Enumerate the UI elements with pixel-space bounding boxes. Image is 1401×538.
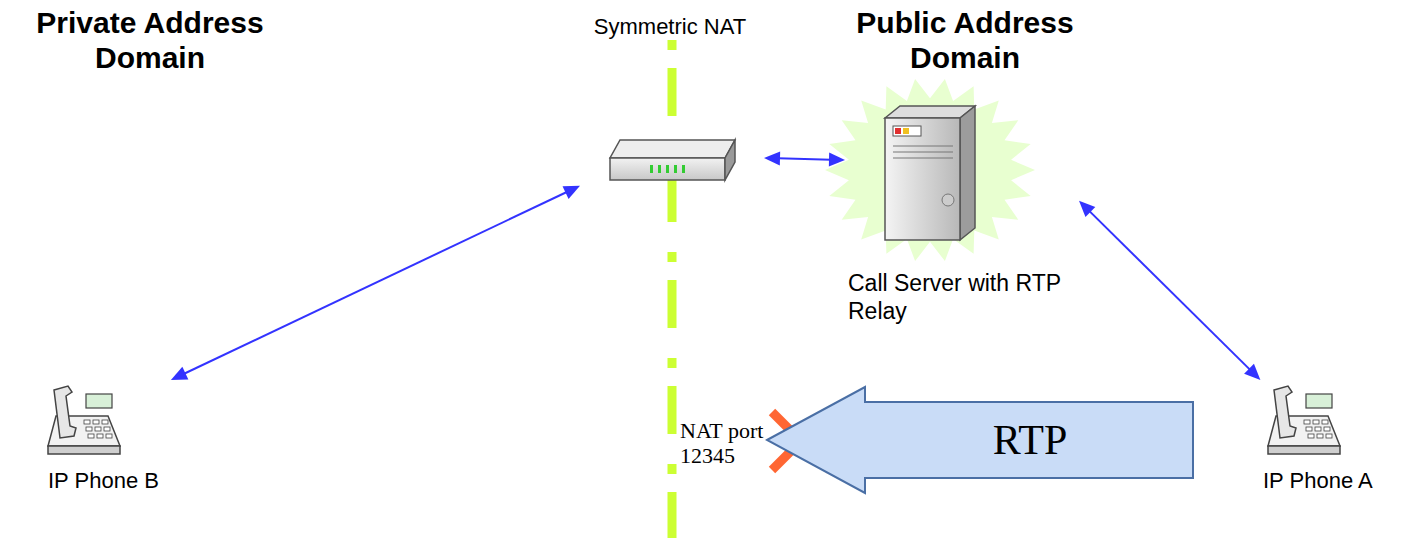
ip-phone: IP Phone B [40, 380, 194, 505]
node-label: Call Server with RTP Relay [848, 270, 1075, 325]
highlight-burst [825, 79, 1035, 261]
link-line [1089, 211, 1250, 371]
signal-link [171, 186, 580, 380]
signal-link [1079, 201, 1260, 380]
arrow-head [764, 151, 780, 165]
node-label: Symmetric NAT [580, 14, 760, 40]
domain-heading: Private Address Domain [20, 6, 280, 75]
port-label: NAT port 12345 [680, 418, 772, 469]
signal-link [764, 151, 845, 166]
ip-phone: IP Phone A [1245, 380, 1399, 505]
arrow-outline [765, 385, 1195, 495]
node-label: IP Phone B [48, 468, 190, 494]
phone-icon [1268, 386, 1340, 454]
boundary-line [668, 40, 677, 538]
arrow-head [829, 153, 845, 167]
arrow-body [767, 387, 1193, 493]
node-label: IP Phone A [1263, 468, 1395, 494]
link-line [184, 192, 568, 374]
router-icon [610, 140, 735, 180]
domain-heading: Public Address Domain [830, 6, 1100, 75]
call-server: Call Server with RTP Relay [845, 100, 1079, 340]
link-line [778, 158, 831, 159]
rtp-stream-arrow: RTP [765, 385, 1195, 495]
server-icon [885, 106, 975, 240]
phone-icon [48, 386, 120, 454]
node-label: RTP [865, 385, 1195, 495]
nat-device: Symmetric NAT [580, 10, 764, 195]
